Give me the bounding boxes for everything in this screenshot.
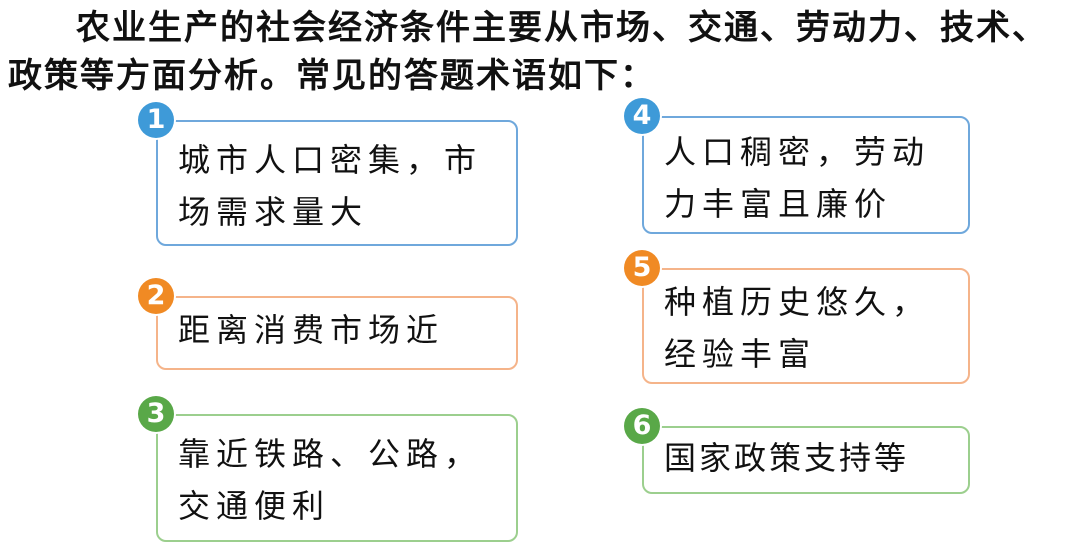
term-text-1: 城市人口密集，市场需求量大 (178, 141, 483, 231)
number-badge-5: 5 (624, 250, 660, 286)
term-card-2: 距离消费市场近 (156, 296, 518, 370)
term-card-3: 靠近铁路、公路，交通便利 (156, 414, 518, 542)
number-badge-2: 2 (138, 278, 174, 314)
term-text-2: 距离消费市场近 (178, 311, 445, 349)
term-card-5: 种植历史悠久，经验丰富 (642, 268, 970, 384)
intro-paragraph: 农业生产的社会经济条件主要从市场、交通、劳动力、技术、政策等方面分析。常见的答题… (8, 8, 1048, 96)
term-card-6: 国家政策支持等 (642, 426, 970, 494)
term-text-6: 国家政策支持等 (664, 439, 910, 477)
term-card-4: 人口稠密，劳动力丰富且廉价 (642, 116, 970, 234)
number-badge-4: 4 (624, 98, 660, 134)
term-card-1: 城市人口密集，市场需求量大 (156, 120, 518, 246)
term-text-4: 人口稠密，劳动力丰富且廉价 (664, 133, 931, 223)
number-badge-3: 3 (138, 396, 174, 432)
number-badge-6: 6 (624, 408, 660, 444)
term-text-5: 种植历史悠久，经验丰富 (664, 283, 931, 373)
term-text-3: 靠近铁路、公路，交通便利 (178, 435, 483, 525)
number-badge-1: 1 (138, 102, 174, 138)
